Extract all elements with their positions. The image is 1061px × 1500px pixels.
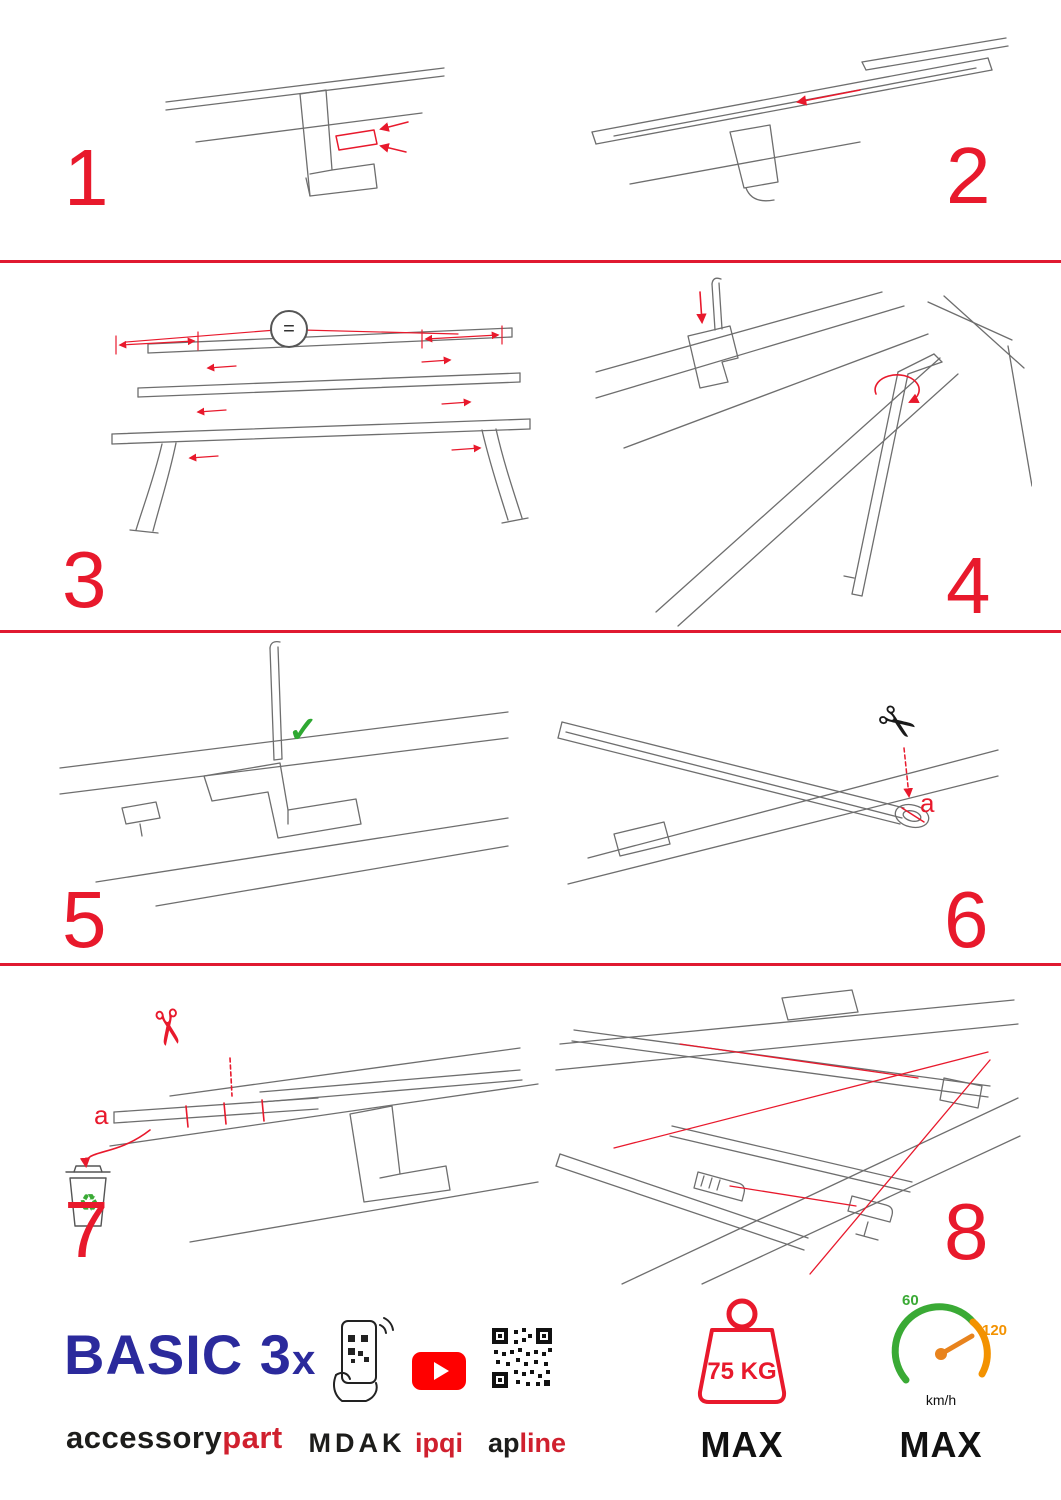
section-divider-2 — [0, 630, 1061, 633]
speedometer-icon — [891, 1303, 991, 1384]
step-3-number: 3 — [62, 535, 107, 624]
speed-max-label: MAX — [899, 1424, 983, 1465]
weight-icon — [697, 1298, 787, 1404]
step-5-illustration — [59, 640, 509, 907]
speed-low-label: 60 — [902, 1292, 919, 1309]
step-5-number: 5 — [62, 875, 107, 964]
speed-high-label: 120 — [982, 1322, 1008, 1339]
step-7-illustration — [65, 1047, 539, 1243]
brand-title: BASIC 3 — [64, 1323, 292, 1386]
brand-subtitle: accessorypart — [66, 1420, 283, 1456]
brand-logo: BASIC 3x — [64, 1322, 315, 1387]
step-8-illustration — [555, 989, 1021, 1285]
qr-code — [492, 1328, 552, 1388]
step-4-illustration — [595, 277, 1032, 627]
equal-spacing-badge: = — [270, 310, 308, 348]
partner-ipqi-label: ipqi — [415, 1428, 463, 1458]
step-2-number: 2 — [946, 131, 991, 220]
weight-value: 75 KG — [707, 1358, 777, 1385]
cut-label-a: a — [920, 788, 935, 818]
youtube-icon — [412, 1352, 466, 1390]
cut-label-a: a — [94, 1100, 109, 1130]
step-6-illustration — [557, 721, 999, 885]
step-3-illustration — [111, 325, 531, 534]
step-8-number: 8 — [944, 1187, 989, 1276]
step-1-number: 1 — [64, 133, 109, 222]
brand-subtitle-red: part — [222, 1420, 283, 1455]
step-6-number: 6 — [944, 875, 989, 964]
check-icon: ✓ — [288, 709, 319, 750]
equal-sign: = — [283, 317, 295, 340]
step-1-illustration — [165, 67, 445, 197]
weight-max-label: MAX — [700, 1424, 784, 1465]
brand-subtitle-black: accessory — [66, 1420, 223, 1455]
partner-apline-red: line — [519, 1428, 567, 1458]
section-divider-3 — [0, 963, 1061, 966]
youtube-play-triangle — [433, 1362, 449, 1380]
section-divider-1 — [0, 260, 1061, 263]
recycle-icon: ♻ — [78, 1190, 100, 1217]
partner-apline-label: apline — [484, 1428, 570, 1459]
partner-mdak-label: MDAK — [308, 1428, 406, 1458]
step-4-number: 4 — [946, 541, 991, 630]
speed-unit-label: km/h — [925, 1392, 957, 1408]
partner-apline-black: ap — [487, 1428, 520, 1458]
step-7-number: 7 — [64, 1185, 109, 1274]
brand-title-suffix: x — [291, 1336, 316, 1383]
scissors-icon: ✂ — [137, 1003, 197, 1053]
phone-scan-icon — [333, 1317, 394, 1402]
step-2-illustration — [591, 37, 1009, 202]
